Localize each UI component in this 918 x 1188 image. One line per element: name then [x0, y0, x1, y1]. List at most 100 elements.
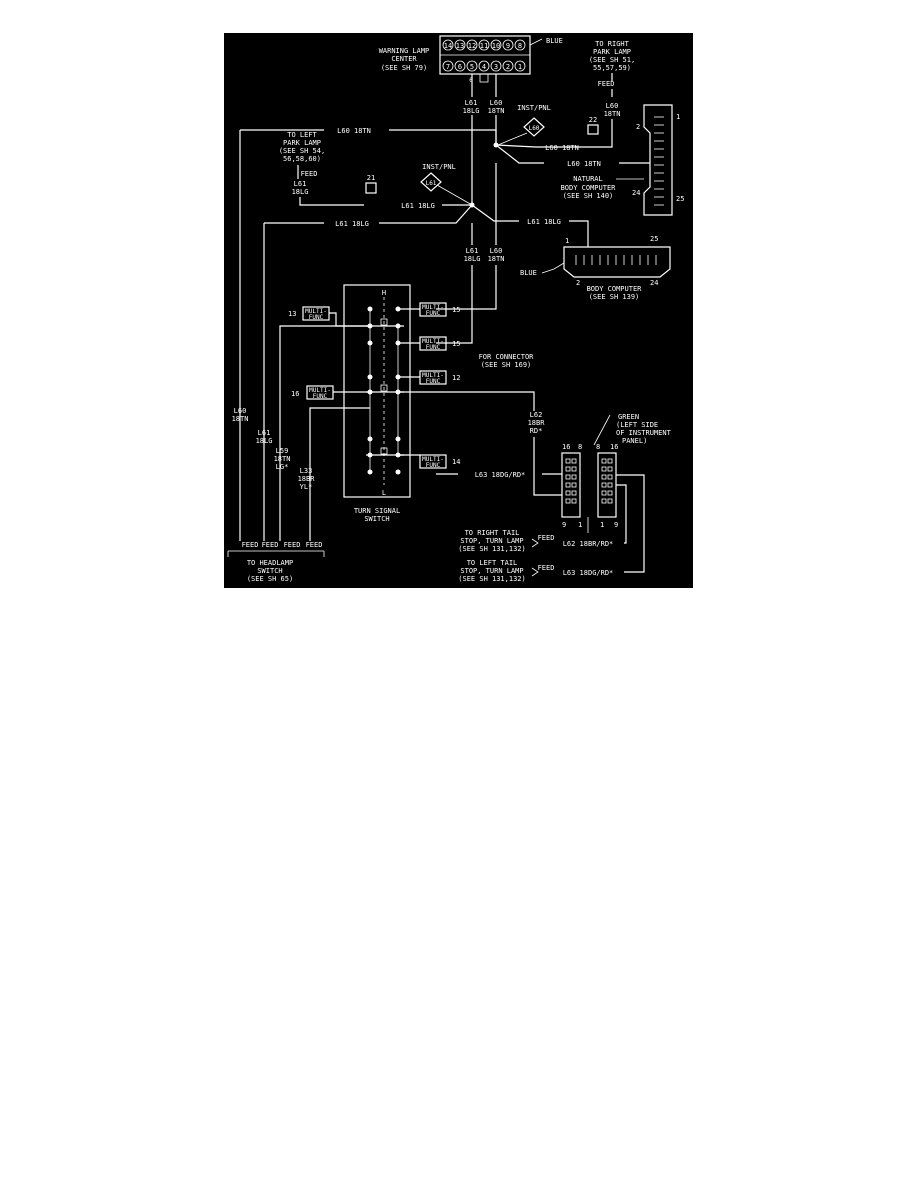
- right-park-lamp-label: TO RIGHT PARK LAMP (SEE SH 51, 55,57,59)…: [589, 40, 635, 88]
- l61-left-1: L61: [258, 429, 271, 437]
- l60-top-1: L60: [490, 99, 503, 107]
- lamp-pin-13: 13: [456, 42, 464, 50]
- lamp-pin-14: 14: [444, 42, 452, 50]
- multifunc-15b: MULTI- FUNC 15: [398, 336, 460, 351]
- multifunc-12: MULTI- FUNC 12: [398, 370, 460, 385]
- mf-16-label-2: FUNC: [313, 393, 328, 400]
- right-park-line-1: TO RIGHT: [595, 40, 630, 48]
- l33-2: 18BR: [298, 475, 316, 483]
- warning-lamp-title-1: WARNING LAMP: [379, 47, 430, 55]
- inst-pnl-upper: INST/PNL: [517, 104, 551, 112]
- left-park-feed: FEED: [301, 170, 318, 178]
- lamp-pin-4: 4: [482, 63, 486, 71]
- mf-13-label-1: MULTI-: [305, 308, 327, 315]
- nat-pin-24: 24: [632, 189, 640, 197]
- nat-pin-2: 2: [636, 123, 640, 131]
- green-pin-9b: 9: [614, 521, 618, 529]
- right-park-line-2: PARK LAMP: [593, 48, 631, 56]
- mf-12-pin: 12: [452, 374, 460, 382]
- l60-18tn-mid: L60 18TN: [545, 144, 579, 152]
- right-park-feed: FEED: [598, 80, 615, 88]
- l60-far-left-2: 18TN: [232, 415, 249, 423]
- l61-l-2: 18LG: [292, 188, 309, 196]
- warning-lamp-color: BLUE: [546, 37, 563, 45]
- blue-pin-24: 24: [650, 279, 658, 287]
- inst-pnl-lower-diamond: [420, 172, 442, 192]
- lamp-pin-2: 2: [506, 63, 510, 71]
- blue-line-2: (SEE SH 139): [589, 293, 640, 301]
- l63: L63 18DG/RD*: [475, 471, 526, 479]
- blue-pin-1: 1: [565, 237, 569, 245]
- left-park-line-3: (SEE SH 54,: [279, 147, 325, 155]
- headlamp-line-3: (SEE SH 65): [247, 575, 293, 583]
- l62-3: RD*: [530, 427, 543, 435]
- lamp-pin-1: 1: [518, 63, 522, 71]
- left-park-line-1: TO LEFT: [287, 131, 317, 139]
- left-park-lamp-label: TO LEFT PARK LAMP (SEE SH 54, 56,58,60) …: [279, 131, 325, 196]
- left-tail-2: STOP, TURN LAMP: [460, 567, 523, 575]
- for-connector-1: FOR CONNECTOR: [479, 353, 535, 361]
- headlamp-line-2: SWITCH: [257, 567, 282, 575]
- feed-3: FEED: [284, 541, 301, 549]
- splice-21-icon: [365, 182, 377, 194]
- right-tail-1: TO RIGHT TAIL: [465, 529, 520, 537]
- green-pin-9a: 9: [562, 521, 566, 529]
- green-line-2: (LEFT SIDE: [616, 421, 658, 429]
- headlamp-switch: FEED FEED FEED FEED TO HEADLAMP SWITCH (…: [227, 541, 325, 583]
- nat-line-2: BODY COMPUTER: [561, 184, 617, 192]
- splice-22-icon: [587, 124, 599, 135]
- blue-pin-25: 25: [650, 235, 658, 243]
- left-park-line-4: 56,58,60): [283, 155, 321, 163]
- multifunc-15a: MULTI- FUNC 15: [398, 302, 460, 317]
- green-pin-16b: 16: [610, 443, 618, 451]
- l60-tn-v-2: 18TN: [488, 255, 505, 263]
- blue-line-1: BODY COMPUTER: [587, 285, 643, 293]
- green-pin-1a: 1: [578, 521, 582, 529]
- inst-pnl-lower: INST/PNL: [422, 163, 456, 171]
- l61-18lg-h: L61 18LG: [335, 220, 369, 228]
- lamp-pin-11: 11: [480, 42, 488, 50]
- turn-signal-switch: [343, 284, 411, 498]
- body-computer-natural: 1 2 24 25: [632, 104, 684, 216]
- nat-line-3: (SEE SH 140): [563, 192, 614, 200]
- l61-lg-v-2: 18LG: [464, 255, 481, 263]
- lamp-pin-8: 8: [518, 42, 522, 50]
- l62-2: 18BR: [528, 419, 546, 427]
- switch-bottom-l: L: [382, 489, 386, 497]
- lamp-pin-7: 7: [446, 63, 450, 71]
- l61-lg-v-1: L61: [466, 247, 479, 255]
- lamp-pin-9: 9: [506, 42, 510, 50]
- mf-13-label-2: FUNC: [309, 314, 324, 321]
- switch-line-2: SWITCH: [364, 515, 389, 523]
- nat-pin-25: 25: [676, 195, 684, 203]
- l60-tn-v-1: L60: [490, 247, 503, 255]
- green-connector: 16 8 8 16 9 1 1 9: [561, 443, 618, 529]
- l61-top-2: 18LG: [463, 107, 480, 115]
- l62-bottom: L62 18BR/RD*: [563, 540, 614, 548]
- mf-14-label-1: MULTI-: [422, 456, 444, 463]
- feed-4: FEED: [306, 541, 323, 549]
- lamp-pin-3: 3: [494, 63, 498, 71]
- splice-21-label: 21: [367, 174, 375, 182]
- l61-top-1: L61: [465, 99, 478, 107]
- inst-pnl-upper-diamond: [523, 117, 545, 137]
- mf-16-pin: 16: [291, 390, 299, 398]
- nat-line-1: NATURAL: [573, 175, 603, 183]
- l62-1: L62: [530, 411, 543, 419]
- right-tail-feed: FEED: [538, 534, 555, 542]
- right-park-line-4: 55,57,59): [593, 64, 631, 72]
- green-line-4: PANEL): [622, 437, 647, 445]
- l63-bottom: L63 18DG/RD*: [563, 569, 614, 577]
- body-computer-blue: 1 25 2 24: [563, 235, 671, 287]
- mf-13-pin: 13: [288, 310, 296, 318]
- inst-pnl-lower-code: L61: [426, 180, 437, 187]
- multifunc-16: MULTI- FUNC 16: [291, 385, 370, 400]
- left-tail-label: TO LEFT TAIL STOP, TURN LAMP (SEE SH 131…: [458, 559, 554, 583]
- right-tail-3: (SEE SH 131,132): [458, 545, 525, 553]
- lamp-pin-5: 5: [470, 63, 474, 71]
- lamp-pin-6-label: 6: [469, 77, 473, 84]
- green-line-3: OF INSTRUMENT: [616, 429, 672, 437]
- nat-pin-1: 1: [676, 113, 680, 121]
- right-tail-2: STOP, TURN LAMP: [460, 537, 523, 545]
- mf-12-label-1: MULTI-: [422, 372, 444, 379]
